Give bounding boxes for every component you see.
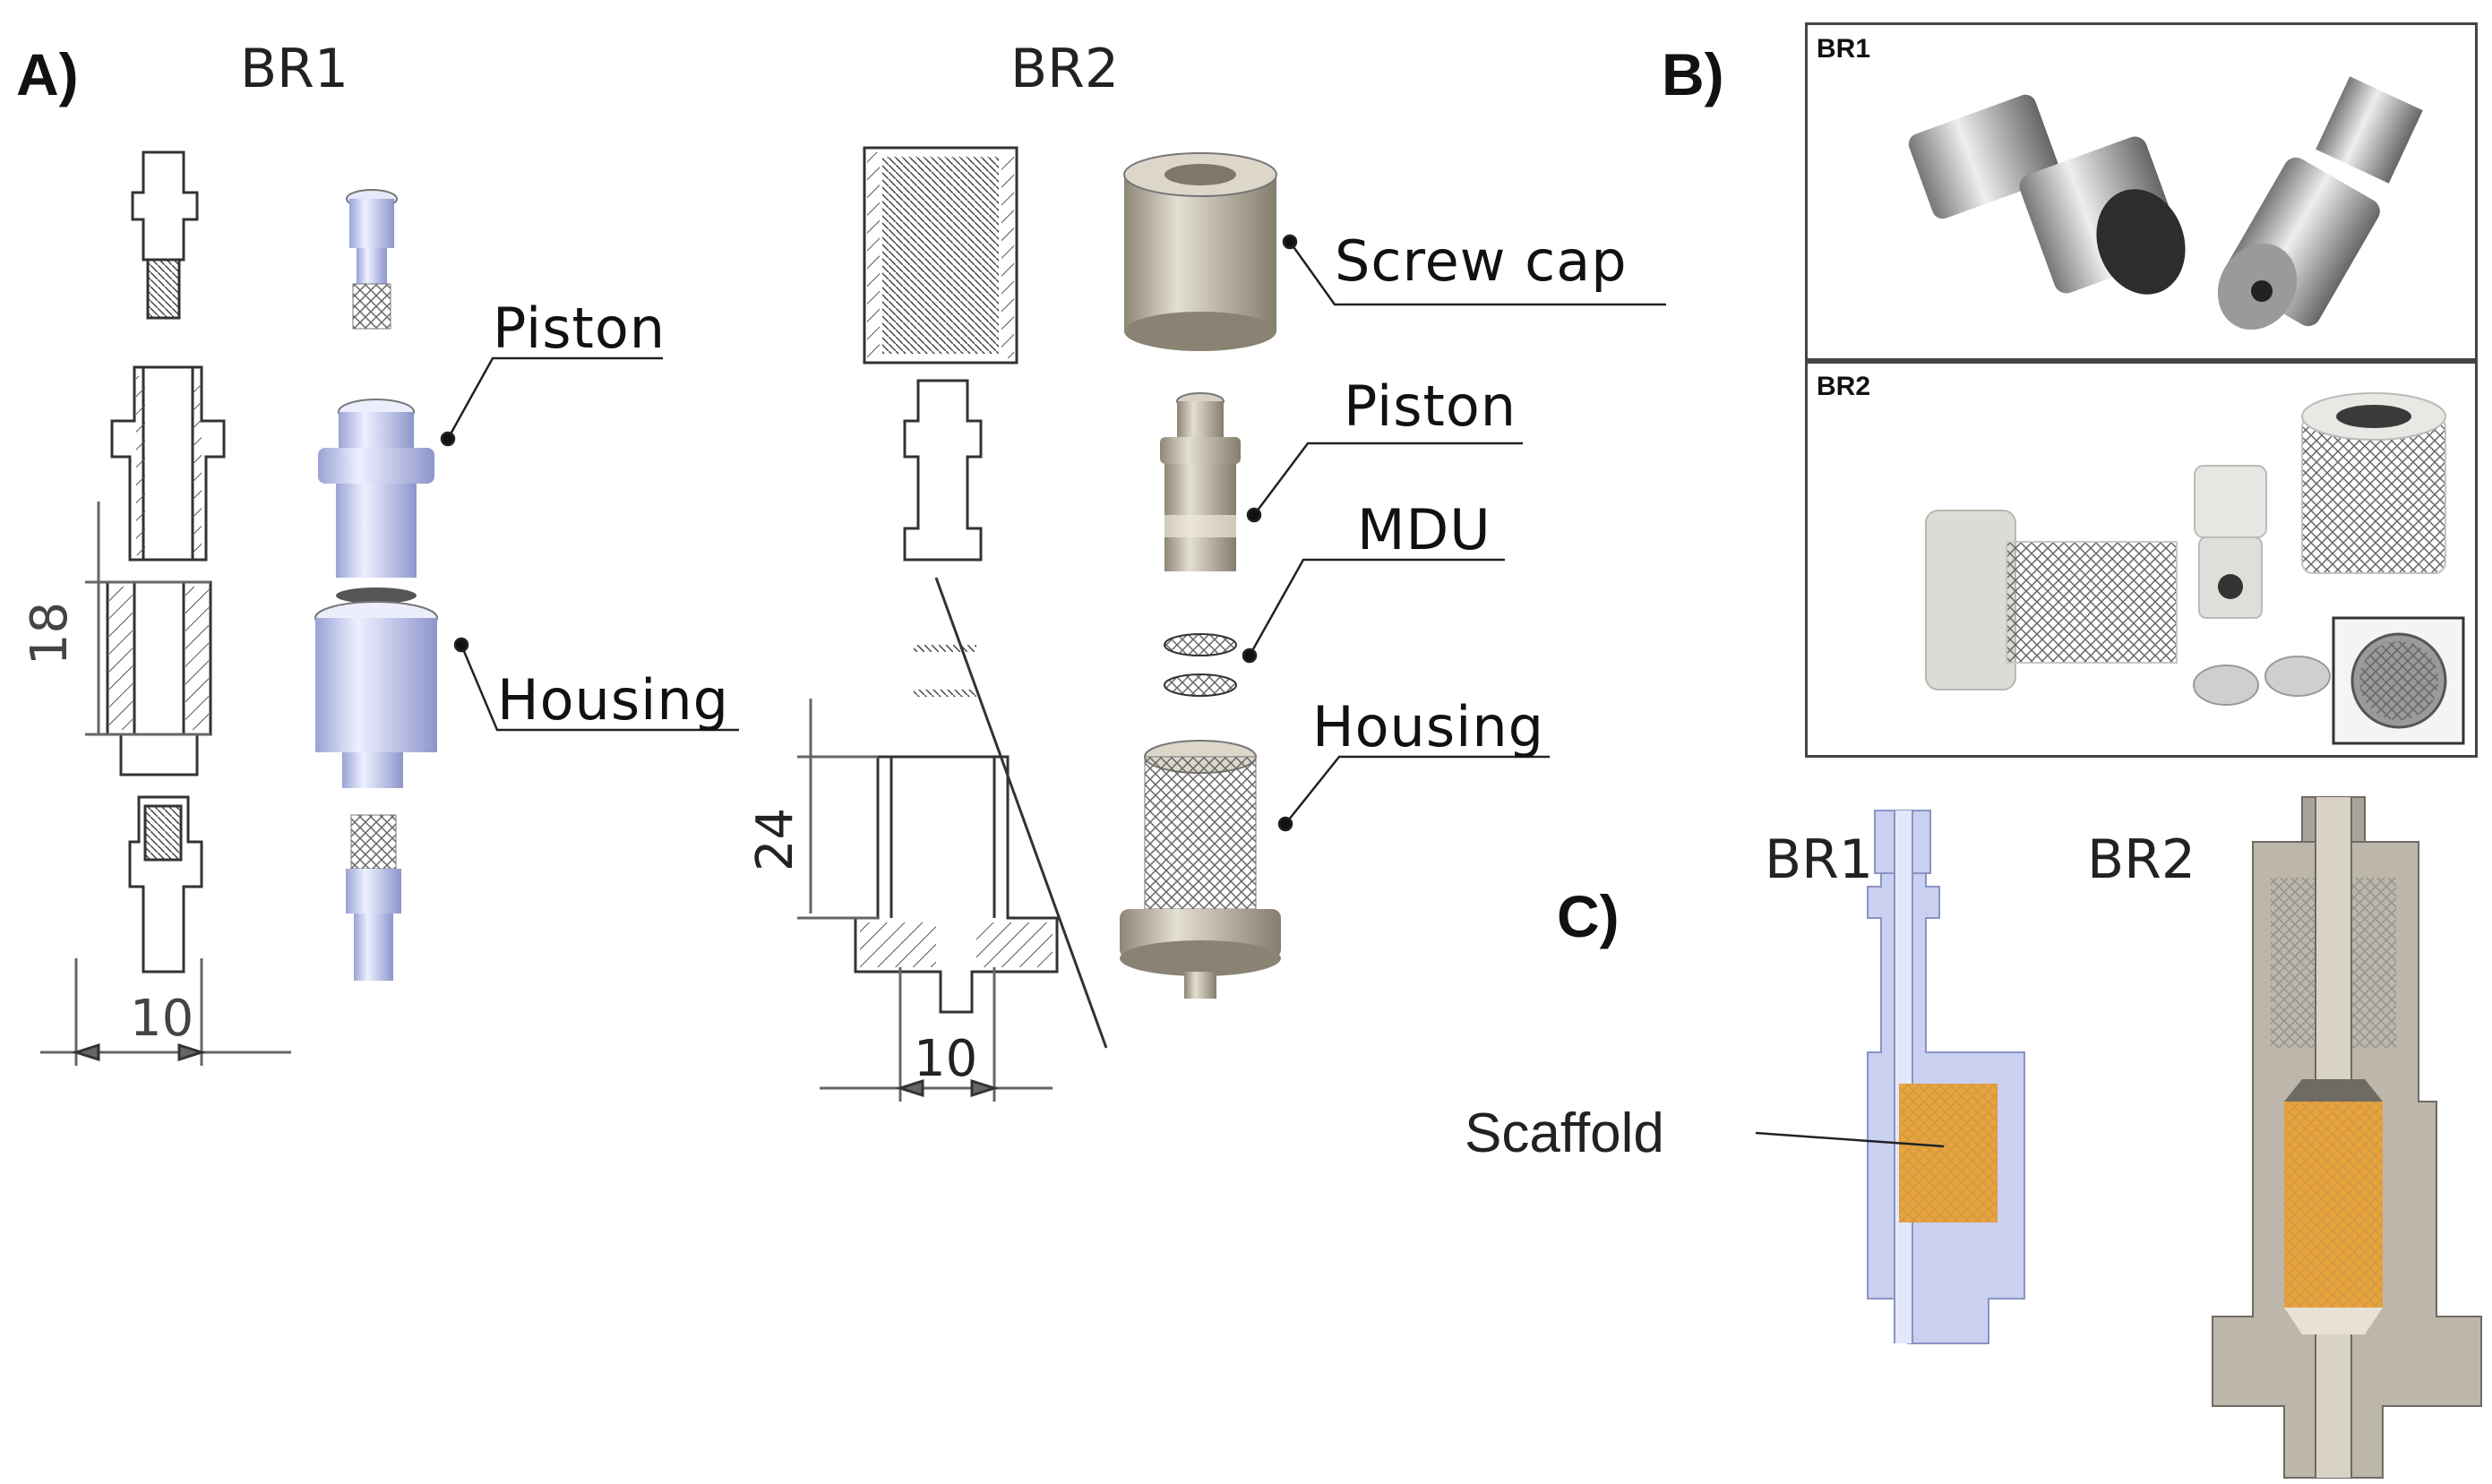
panel-b-br1-label: BR1 bbox=[1817, 34, 1871, 64]
panel-b-br2-photo bbox=[1805, 358, 2478, 758]
panel-c-letter: C) bbox=[1557, 883, 1620, 949]
scaffold-leader bbox=[1755, 1131, 1945, 1148]
panel-b-br2-label: BR2 bbox=[1817, 372, 1871, 401]
br2-height-dimension: 24 bbox=[746, 807, 805, 872]
br2-section-drawing bbox=[797, 146, 1108, 1102]
panel-b-photo-art bbox=[1908, 76, 2465, 745]
br1-height-dimension: 18 bbox=[21, 601, 80, 666]
panel-a-br1-title: BR1 bbox=[240, 38, 349, 100]
scaffold-label: Scaffold bbox=[1465, 1102, 1664, 1164]
br1-callout-leaders bbox=[440, 356, 739, 732]
br2-mdu-label: MDU bbox=[1357, 497, 1491, 562]
br1-piston-label: Piston bbox=[493, 296, 666, 361]
panel-a-br2-title: BR2 bbox=[1010, 38, 1120, 100]
panel-c-br1-label: BR1 bbox=[1765, 828, 1874, 891]
br2-3d-parts bbox=[1120, 152, 1281, 999]
panel-c-br2-label: BR2 bbox=[2087, 828, 2196, 891]
panel-c-br2-section bbox=[2212, 796, 2482, 1479]
panel-a-letter: A) bbox=[16, 41, 79, 107]
br2-piston-label: Piston bbox=[1344, 373, 1517, 439]
br1-width-dimension: 10 bbox=[130, 990, 194, 1048]
br1-3d-parts bbox=[314, 189, 438, 981]
br2-screw-cap-label: Screw cap bbox=[1335, 228, 1628, 294]
br2-housing-label: Housing bbox=[1312, 694, 1545, 759]
br2-callout-leaders bbox=[1242, 234, 1666, 832]
br1-section-drawing bbox=[40, 150, 291, 1066]
panel-c-br1-section bbox=[1867, 810, 2025, 1344]
br2-width-dimension: 10 bbox=[914, 1030, 978, 1088]
br1-housing-label: Housing bbox=[497, 667, 730, 733]
panel-b-br1-photo bbox=[1805, 22, 2478, 364]
panel-b-letter: B) bbox=[1662, 41, 1724, 107]
